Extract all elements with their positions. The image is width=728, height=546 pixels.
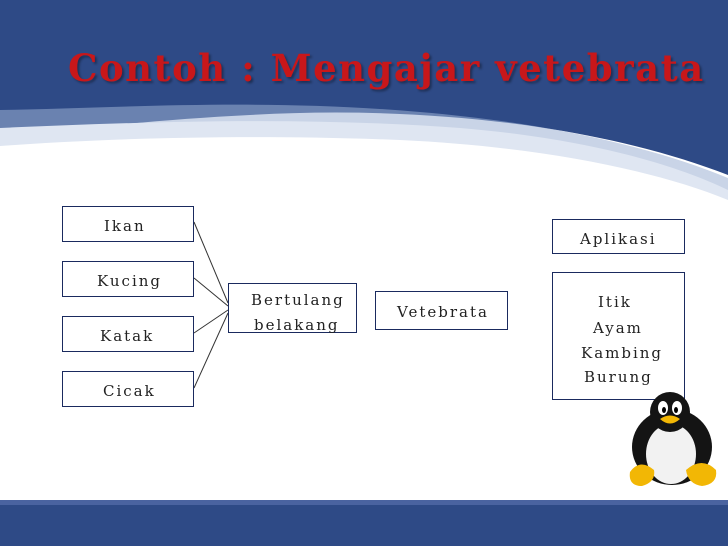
animal-box-cicak (62, 371, 194, 407)
application-item-burung: Burung (584, 368, 653, 386)
animal-box-katak (62, 316, 194, 352)
application-item-ayam: Ayam (593, 319, 643, 337)
application-title-box (552, 219, 685, 254)
trait-box (228, 283, 357, 333)
animal-box-kucing (62, 261, 194, 297)
animal-label-cicak: Cicak (103, 382, 156, 400)
animal-label-ikan: Ikan (104, 217, 146, 235)
slide-title: Contoh : Mengajar vetebrata (68, 46, 705, 90)
application-item-kambing: Kambing (581, 344, 664, 362)
application-title-label: Aplikasi (580, 230, 657, 248)
category-box (375, 291, 508, 330)
trait-label-line1: Bertulang (251, 291, 345, 309)
animal-label-katak: Katak (100, 327, 155, 345)
application-items-box (552, 272, 685, 400)
trait-label-line2: belakang (254, 316, 340, 334)
penguin-icon (629, 392, 717, 486)
animal-label-kucing: Kucing (97, 272, 162, 290)
application-item-itik: Itik (598, 293, 632, 311)
animal-box-ikan (62, 206, 194, 242)
category-label: Vetebrata (397, 303, 489, 321)
